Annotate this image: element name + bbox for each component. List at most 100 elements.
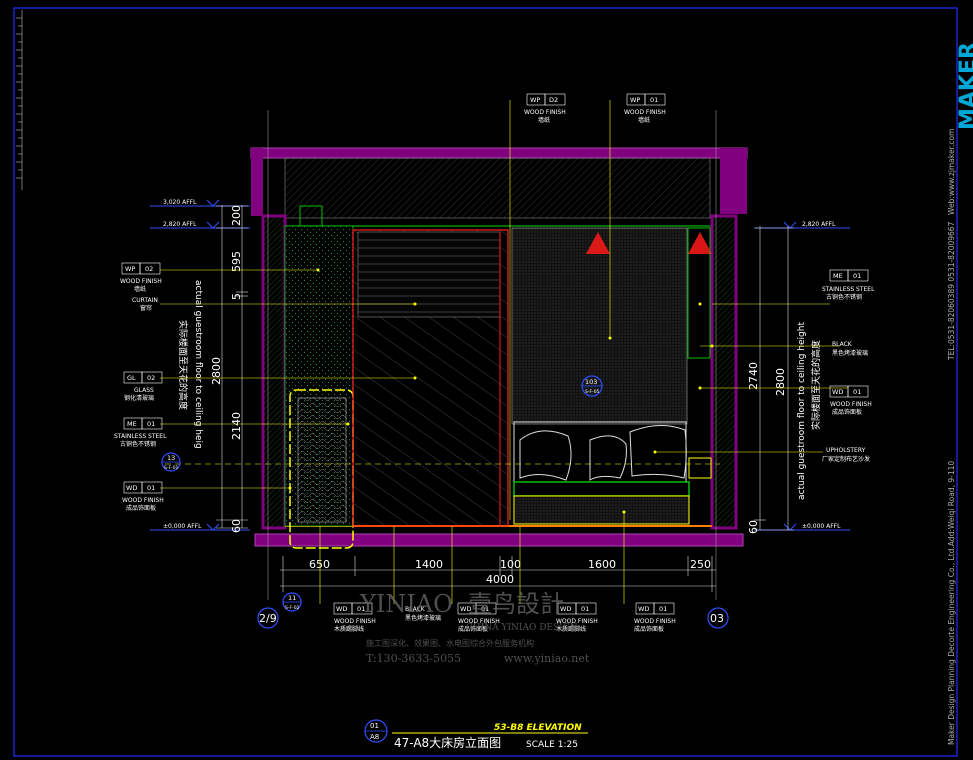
svg-text:窗帘: 窗帘 (140, 304, 152, 312)
sofa-base (513, 495, 690, 525)
svg-text:WOOD FINISH: WOOD FINISH (624, 109, 666, 116)
svg-text:木质踢脚线: 木质踢脚线 (556, 625, 586, 633)
svg-text:成品饰面板: 成品饰面板 (126, 504, 156, 512)
svg-text:YINIAO: YINIAO (359, 590, 453, 618)
level-0-right: ±0,000 AFFL (802, 523, 841, 530)
svg-text:01: 01 (853, 388, 861, 396)
svg-text:01: 01 (370, 722, 379, 730)
callout-wd-01-left: WD 01 WOOD FINISH 成品饰面板 (122, 481, 164, 512)
spotlight-left (586, 232, 610, 254)
svg-text:103: 103 (585, 378, 597, 386)
svg-text:WOOD FINISH: WOOD FINISH (634, 618, 676, 625)
glass-door-panel (297, 397, 347, 523)
sofa-cushion-1 (519, 430, 572, 481)
svg-text:木质踢脚线: 木质踢脚线 (334, 625, 364, 633)
callout-bottom-5: WD 01 WOOD FINISH 成品饰面板 (634, 602, 676, 633)
svg-text:01: 01 (357, 605, 365, 613)
svg-text:WOOD FINISH: WOOD FINISH (556, 618, 598, 625)
callout-bottom-3: WD 01 WOOD FINISH 成品饰面板 (457, 602, 500, 633)
svg-text:47-A8大床房立面图: 47-A8大床房立面图 (394, 735, 501, 750)
svg-text:TEL:0531-82060389 0531-82009: TEL:0531-82060389 0531-82009667 (947, 221, 956, 361)
callout-gl-02: GL 02 GLASS 钢化清玻璃 (123, 371, 163, 402)
svg-text:WD: WD (560, 605, 571, 613)
leader-lines (160, 100, 848, 604)
svg-text:01: 01 (659, 605, 667, 613)
dim-bottom-250: 250 (690, 558, 711, 571)
svg-text:WP: WP (530, 96, 540, 104)
level-2820-right: 2,820 AFFL (802, 221, 836, 228)
svg-text:BLACK: BLACK (832, 341, 853, 348)
svg-text:ME: ME (127, 420, 137, 428)
dim-bottom-650: 650 (309, 558, 330, 571)
svg-text:11: 11 (288, 594, 296, 602)
svg-text:CHINA YINIAO DESIGN: CHINA YINIAO DESIGN (466, 623, 578, 633)
section-marker-103: 103 S-F-05 (581, 375, 603, 397)
svg-text:WD: WD (638, 605, 649, 613)
spotlight-right (688, 232, 712, 254)
svg-text:厂家定制布艺沙发: 厂家定制布艺沙发 (822, 455, 870, 463)
svg-text:UPHOLSTERY: UPHOLSTERY (826, 447, 866, 454)
svg-text:A8: A8 (370, 733, 379, 741)
dim-right-2740: 2740 (747, 362, 760, 390)
floor-slab (254, 533, 744, 547)
svg-text:13: 13 (167, 454, 175, 462)
dim-bottom-1400: 1400 (415, 558, 443, 571)
svg-text:STAINLESS STEEL: STAINLESS STEEL (822, 286, 875, 293)
svg-text:WP: WP (630, 96, 640, 104)
section-marker-11: 11 S-F-02 (282, 592, 302, 612)
svg-text:S-F-01: S-F-01 (164, 465, 179, 471)
svg-text:WOOD FINISH: WOOD FINISH (120, 278, 162, 285)
note-left-en: actual guestroom floor to ceiling heig (193, 280, 203, 449)
callout-bottom-1: WD 01 WOOD FINISH 木质踢脚线 (333, 602, 376, 633)
dim-left-60: 60 (230, 519, 243, 533)
callout-wp-d2: WP D2 WOOD FINISH 墙纸 (524, 93, 566, 124)
svg-text:www.yiniao.net: www.yiniao.net (504, 652, 590, 665)
svg-text:T:130-3633-5055: T:130-3633-5055 (366, 652, 461, 665)
dim-bottom-100: 100 (500, 558, 521, 571)
bottom-dimension-lines (280, 556, 716, 592)
svg-text:01: 01 (481, 605, 489, 613)
svg-text:01: 01 (147, 420, 155, 428)
svg-text:BLACK: BLACK (405, 606, 426, 613)
svg-text:成品饰面板: 成品饰面板 (458, 625, 488, 633)
svg-text:01: 01 (853, 272, 861, 280)
callout-upholstery: UPHOLSTERY 厂家定制布艺沙发 (822, 447, 870, 463)
svg-text:SCALE 1:25: SCALE 1:25 (526, 740, 578, 750)
svg-text:ME: ME (833, 272, 843, 280)
svg-text:古铜色不锈钢: 古铜色不锈钢 (826, 293, 862, 301)
svg-text:墙纸: 墙纸 (638, 116, 650, 124)
ceiling-slab (250, 147, 748, 159)
svg-text:S-F-05: S-F-05 (585, 389, 600, 395)
drawing-title: 01 A8 53-B8 ELEVATION 47-A8大床房立面图 SCALE … (364, 719, 588, 750)
left-ruler (16, 10, 23, 190)
level-3020: 3,020 AFFL (163, 199, 197, 206)
level-0-left: ±0,000 AFFL (163, 523, 202, 530)
dim-bottom-total: 4000 (486, 573, 514, 586)
svg-text:02: 02 (147, 374, 155, 382)
svg-text:01: 01 (581, 605, 589, 613)
svg-text:成品饰面板: 成品饰面板 (832, 408, 862, 416)
svg-text:WOOD FINISH: WOOD FINISH (458, 618, 500, 625)
svg-text:S-F-02: S-F-02 (285, 605, 300, 611)
svg-text:Web:www.zjmaker.com: Web:www.zjmaker.com (947, 129, 956, 215)
callout-bottom-4: WD 01 WOOD FINISH 木质踢脚线 (556, 602, 598, 633)
callout-wp-02: WP 02 WOOD FINISH 墙纸 (120, 262, 162, 293)
window-blind (357, 231, 501, 318)
grid-circle-left: 2/9 (257, 607, 279, 629)
dim-left-595: 595 (230, 251, 243, 272)
note-right-en: actual guestroom floor to ceiling height (797, 322, 807, 500)
svg-text:WOOD FINISH: WOOD FINISH (334, 618, 376, 625)
callout-curtain: CURTAIN 窗帘 (132, 297, 158, 312)
svg-text:WOOD FINISH: WOOD FINISH (122, 497, 164, 504)
svg-text:墙纸: 墙纸 (538, 116, 550, 124)
svg-text:WD: WD (832, 388, 843, 396)
callout-me-01-right: ME 01 STAINLESS STEEL 古铜色不锈钢 (822, 269, 875, 301)
left-wall (261, 214, 287, 530)
dim-left-2800: 2800 (210, 357, 223, 385)
right-wall (710, 214, 738, 530)
svg-text:53-B8 ELEVATION: 53-B8 ELEVATION (494, 723, 582, 733)
svg-text:WD: WD (336, 605, 347, 613)
callout-wp-01: WP 01 WOOD FINISH 墙纸 (624, 93, 666, 124)
svg-text:成品饰面板: 成品饰面板 (634, 625, 664, 633)
